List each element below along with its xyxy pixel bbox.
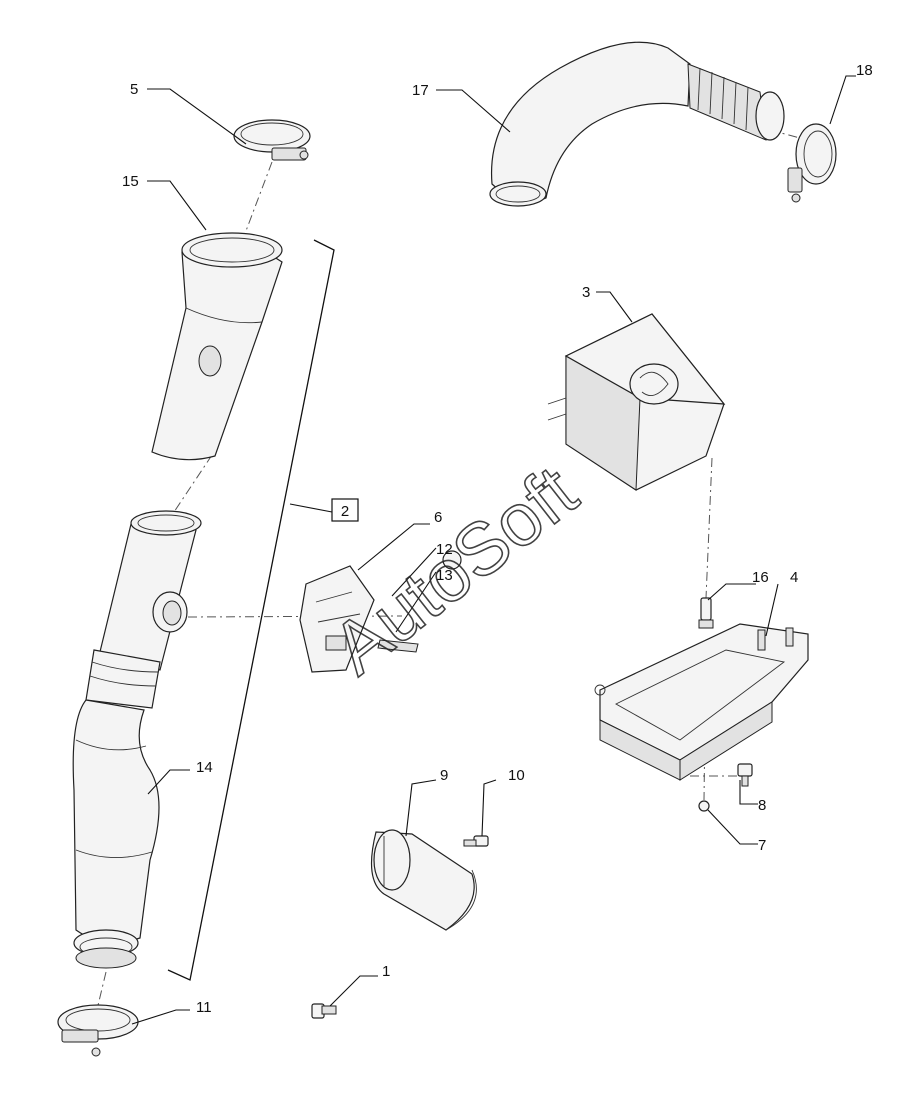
callout-10: 10	[508, 767, 525, 784]
hose-clamp-13	[57, 1004, 139, 1057]
callout-17: 17	[412, 82, 429, 99]
callout-15: 16	[752, 569, 769, 586]
intake-tube-14	[151, 232, 283, 461]
bolt-8	[737, 763, 753, 787]
group-label: 2	[341, 503, 349, 520]
bolt-10	[463, 835, 489, 847]
callout-7: 7	[758, 837, 766, 854]
hose-clamp-5	[233, 119, 311, 161]
stud-15	[698, 597, 714, 629]
callout-6: 6	[434, 509, 442, 526]
callout-14: 15	[122, 173, 139, 190]
callout-1: 1	[382, 963, 390, 980]
callout-12: 13	[436, 567, 453, 584]
hose-clamp-18	[787, 123, 837, 203]
screw-11-12	[377, 550, 462, 653]
elbow-hose-17	[489, 41, 785, 207]
assembly-group-bracket: 2	[167, 239, 359, 981]
bolt-1	[311, 1003, 337, 1019]
mounting-bracket-4	[594, 623, 809, 781]
intake-hose-16	[72, 699, 160, 969]
callout-9: 9	[440, 767, 448, 784]
fastener-7	[698, 800, 710, 812]
group-label-box	[331, 498, 359, 522]
callout-3: 3	[582, 284, 590, 301]
callout-18: 18	[856, 62, 873, 79]
air-filter-box-3	[547, 313, 726, 491]
sensor-6	[299, 565, 375, 673]
callout-4: 4	[790, 569, 798, 586]
leader-lines	[131, 75, 856, 1025]
callout-5: 5	[130, 81, 138, 98]
callout-11: 12	[436, 541, 453, 558]
intake-tube-section	[85, 510, 202, 709]
callout-labels: 5 15 17 18 3 6 12 13 16 4 8 7 9 10 14 11…	[122, 62, 873, 1016]
heat-shield-9	[370, 829, 477, 931]
callout-8: 8	[758, 797, 766, 814]
callout-13: 11	[196, 999, 212, 1016]
callout-16: 14	[196, 759, 213, 776]
